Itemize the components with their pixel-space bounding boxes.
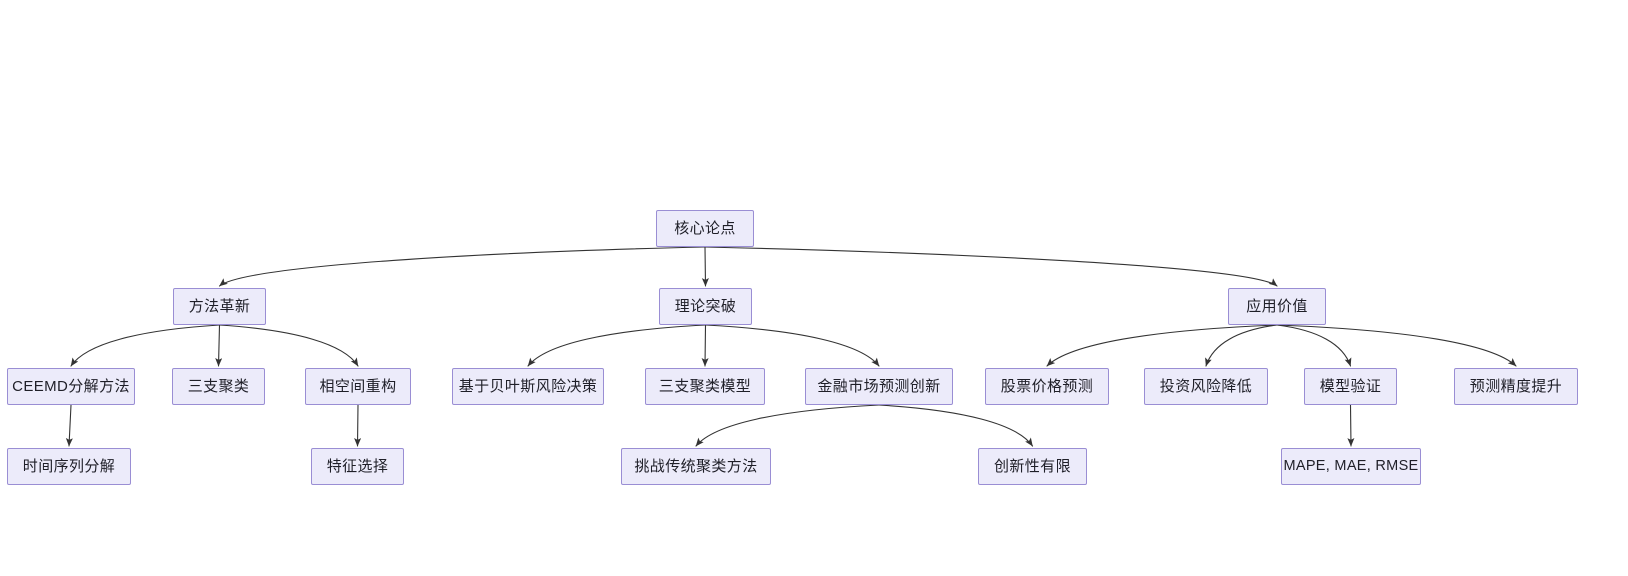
diagram-edge	[215, 324, 223, 367]
diagram-edge	[701, 246, 709, 287]
diagram-node-label: CEEMD分解方法	[12, 378, 130, 395]
diagram-node-label: 投资风险降低	[1159, 378, 1253, 395]
diagram-node[interactable]: 时间序列分解	[7, 448, 131, 485]
diagram-node-label: 股票价格预测	[1000, 378, 1094, 395]
diagram-node-label: 模型验证	[1319, 378, 1382, 395]
diagram-edge	[527, 324, 707, 367]
diagram-node-label: 核心论点	[674, 220, 736, 237]
diagram-edge	[1205, 324, 1278, 367]
diagram-edge	[354, 404, 362, 447]
diagram-edge	[65, 404, 73, 447]
diagram-node[interactable]: 基于贝叶斯风险决策	[452, 368, 604, 405]
diagram-edge	[1046, 324, 1278, 367]
diagram-node-label: 挑战传统聚类方法	[634, 458, 758, 475]
diagram-edge	[218, 246, 706, 287]
diagram-node[interactable]: 创新性有限	[978, 448, 1087, 485]
diagram-edge	[1347, 404, 1355, 447]
diagram-node-label: 特征选择	[326, 458, 389, 475]
diagram-node[interactable]: 特征选择	[311, 448, 404, 485]
diagram-node-label: 创新性有限	[993, 458, 1071, 475]
diagram-node-label: 时间序列分解	[22, 458, 116, 475]
diagram-edge	[218, 324, 359, 367]
diagram-node[interactable]: 三支聚类模型	[645, 368, 765, 405]
diagram-node[interactable]: MAPE, MAE, RMSE	[1281, 448, 1421, 485]
diagram-node[interactable]: 挑战传统聚类方法	[621, 448, 771, 485]
diagram-node[interactable]: 三支聚类	[172, 368, 265, 405]
diagram-node[interactable]: 应用价值	[1228, 288, 1326, 325]
diagram-edge	[695, 404, 880, 447]
diagram-node[interactable]: 相空间重构	[305, 368, 411, 405]
diagram-edge	[878, 404, 1034, 447]
diagram-edge	[704, 246, 1278, 287]
diagram-node[interactable]: 预测精度提升	[1454, 368, 1578, 405]
diagram-node-label: 理论突破	[674, 298, 737, 315]
diagram-node-label: 基于贝叶斯风险决策	[458, 378, 598, 395]
diagram-edge	[70, 324, 221, 367]
diagram-edge	[704, 324, 880, 367]
diagram-node[interactable]: 金融市场预测创新	[805, 368, 953, 405]
diagram-node-label: 方法革新	[188, 298, 251, 315]
diagram-node-label: 预测精度提升	[1469, 378, 1563, 395]
diagram-node[interactable]: 模型验证	[1304, 368, 1397, 405]
diagram-node-label: 应用价值	[1246, 298, 1308, 315]
diagram-edge	[1276, 324, 1517, 367]
diagram-node-label: 相空间重构	[319, 378, 397, 395]
diagram-node[interactable]: 方法革新	[173, 288, 266, 325]
diagram-node[interactable]: CEEMD分解方法	[7, 368, 135, 405]
diagram-node-label: MAPE, MAE, RMSE	[1283, 458, 1419, 475]
diagram-node[interactable]: 理论突破	[659, 288, 752, 325]
diagram-node[interactable]: 核心论点	[656, 210, 754, 247]
diagram-node-label: 三支聚类	[187, 378, 250, 395]
diagram-edge	[1276, 324, 1352, 367]
diagram-node-label: 金融市场预测创新	[817, 378, 941, 395]
diagram-node-label: 三支聚类模型	[658, 378, 752, 395]
edge-paths	[65, 246, 1517, 447]
diagram-node[interactable]: 投资风险降低	[1144, 368, 1268, 405]
diagram-edge	[701, 324, 709, 367]
diagram-node[interactable]: 股票价格预测	[985, 368, 1109, 405]
